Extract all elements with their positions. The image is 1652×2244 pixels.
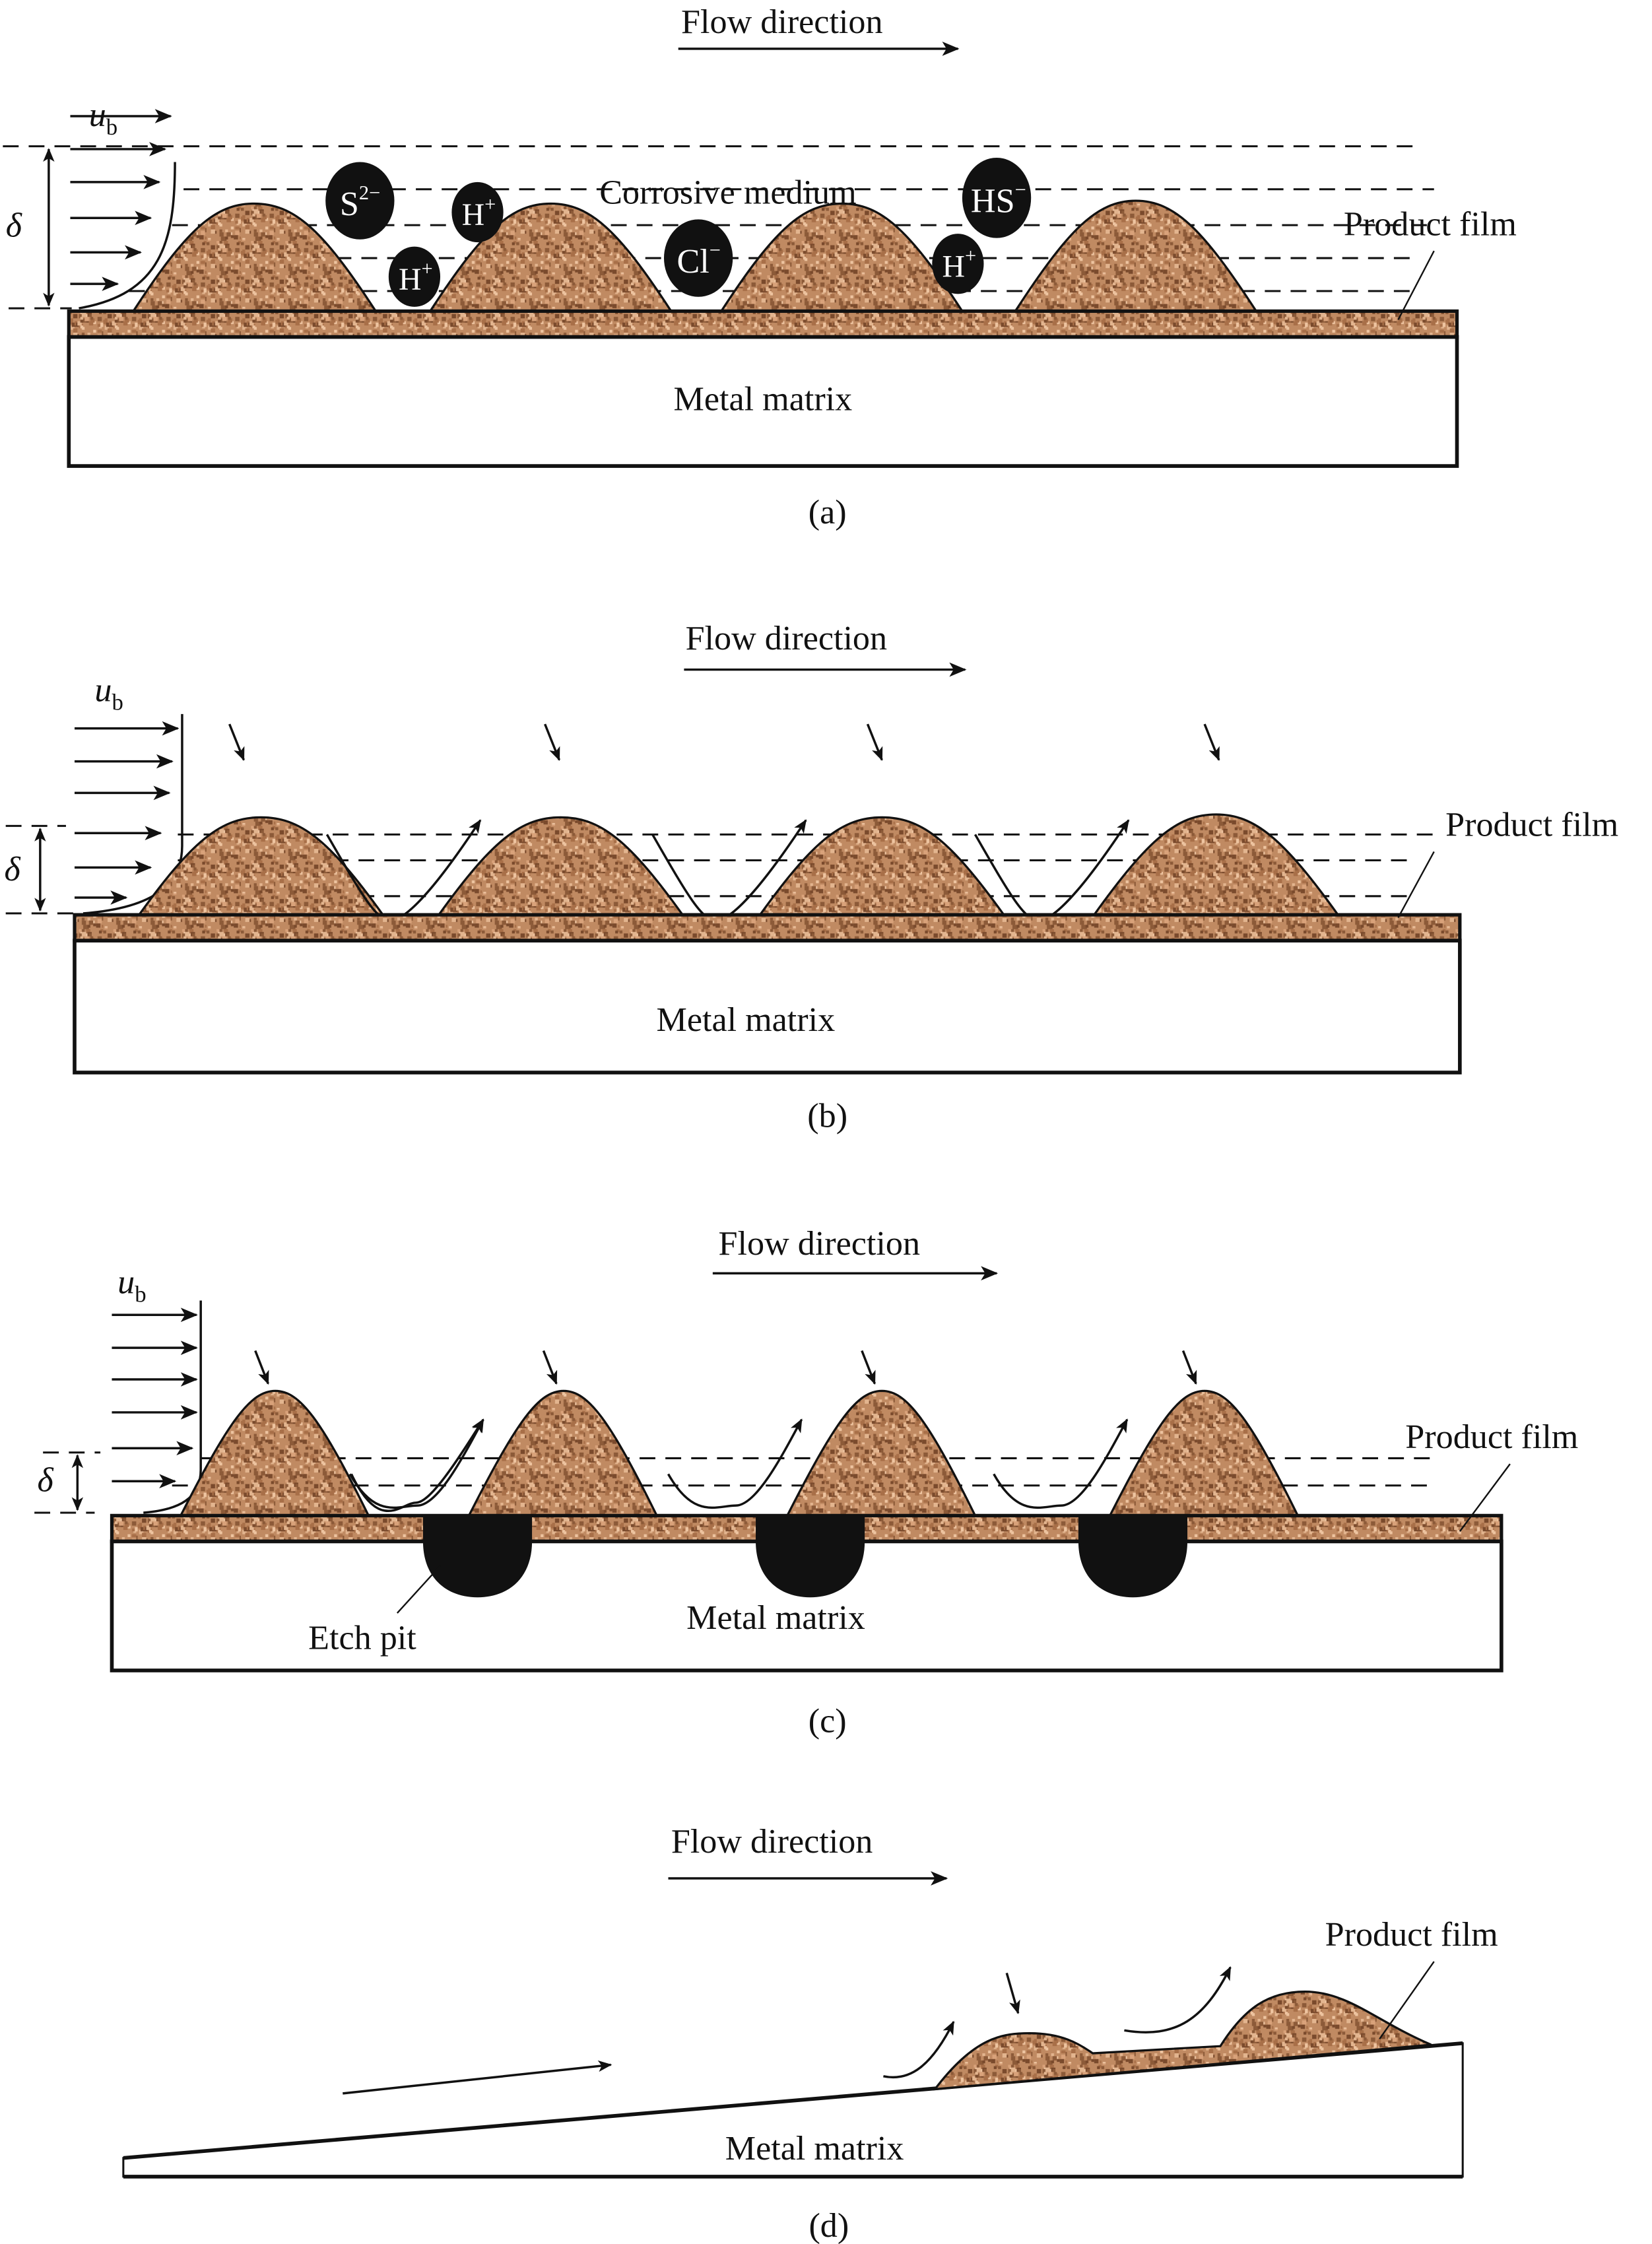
velocity-label: ub bbox=[117, 1264, 146, 1307]
panel-caption: (a) bbox=[809, 494, 847, 531]
ions: S2− H+ H+ Cl− HS− H+ bbox=[325, 157, 1032, 307]
velocity-profile-curve bbox=[79, 162, 176, 310]
etch-pit-label: Etch pit bbox=[308, 1619, 416, 1657]
ion-hydrogen: H+ bbox=[451, 182, 504, 243]
ion-hydrogen: H+ bbox=[388, 246, 441, 307]
product-film-mounds bbox=[131, 199, 1259, 313]
svg-text:Cl−: Cl− bbox=[677, 239, 721, 280]
product-film-layer bbox=[67, 309, 1459, 339]
metal-matrix-label: Metal matrix bbox=[686, 1599, 865, 1637]
panel-caption: (d) bbox=[809, 2207, 849, 2244]
panel-c: Flow direction ub δ bbox=[34, 1225, 1578, 1740]
svg-text:H+: H+ bbox=[942, 245, 976, 284]
corrosive-medium-label: Corrosive medium bbox=[599, 174, 856, 212]
metal-matrix bbox=[67, 335, 1459, 468]
etch-pit bbox=[756, 1514, 865, 1598]
velocity-label: ub bbox=[89, 96, 117, 140]
product-film-callout: Product film bbox=[1325, 1916, 1498, 2040]
film-mound bbox=[131, 202, 378, 313]
flow-direction-label: Flow direction bbox=[686, 620, 887, 657]
velocity-arrows bbox=[74, 721, 180, 905]
flow-arrows bbox=[343, 1966, 1232, 2095]
film-mound bbox=[1108, 1389, 1300, 1517]
product-film-mounds bbox=[179, 1389, 1300, 1517]
metal-matrix-label: Metal matrix bbox=[656, 1001, 835, 1039]
thickness-label: δ bbox=[37, 1461, 53, 1499]
ion-chloride: Cl− bbox=[663, 219, 733, 297]
etch-pit bbox=[422, 1514, 533, 1598]
turbulent-flow-arrows bbox=[228, 723, 1220, 922]
svg-text:H+: H+ bbox=[462, 193, 496, 232]
ion-hydrogen: H+ bbox=[932, 234, 984, 294]
film-mound bbox=[1013, 199, 1259, 313]
product-film-label: Product film bbox=[1325, 1916, 1498, 1954]
metal-matrix-label: Metal matrix bbox=[674, 380, 853, 418]
panel-b: Flow direction ub δ bbox=[5, 620, 1619, 1135]
flow-direction-label: Flow direction bbox=[681, 3, 882, 41]
product-film-layer bbox=[73, 913, 1462, 942]
velocity-arrows bbox=[112, 1307, 198, 1489]
etch-pits bbox=[422, 1514, 1188, 1598]
velocity-profile-curve bbox=[143, 1300, 202, 1514]
velocity-arrows bbox=[70, 109, 172, 292]
panel-caption: (c) bbox=[809, 1702, 847, 1740]
thickness-label: δ bbox=[5, 851, 21, 888]
metal-matrix-label: Metal matrix bbox=[725, 2130, 904, 2167]
film-mound bbox=[428, 202, 673, 313]
ion-bisulfide: HS− bbox=[962, 157, 1032, 238]
product-film-mounds bbox=[137, 813, 1340, 916]
svg-text:HS−: HS− bbox=[971, 179, 1026, 220]
etch-pit-callout: Etch pit bbox=[308, 1565, 441, 1657]
film-mound bbox=[1092, 813, 1340, 916]
ion-sulfide: S2− bbox=[325, 162, 395, 240]
panel-d: Flow direction Metal matrix Product film… bbox=[122, 1823, 1498, 2244]
panel-a: Flow direction ub δ bbox=[3, 3, 1517, 531]
product-film-callout: Product film bbox=[1344, 205, 1517, 321]
product-film-label: Product film bbox=[1405, 1418, 1578, 1456]
film-mound bbox=[785, 1389, 977, 1517]
film-mound bbox=[758, 816, 1007, 916]
metal-matrix bbox=[73, 939, 1462, 1074]
film-mound bbox=[436, 816, 685, 916]
product-film-deposit bbox=[933, 1991, 1432, 2091]
panel-caption: (b) bbox=[807, 1098, 847, 1135]
turbulent-flow-arrows bbox=[254, 1350, 1197, 1513]
product-film-callout: Product film bbox=[1405, 1418, 1578, 1532]
etch-pit bbox=[1078, 1514, 1188, 1598]
velocity-label: ub bbox=[94, 671, 123, 715]
thickness-label: δ bbox=[6, 207, 22, 244]
film-mound bbox=[179, 1389, 371, 1517]
flow-direction-label: Flow direction bbox=[671, 1823, 873, 1861]
product-film-label: Product film bbox=[1445, 807, 1618, 844]
flow-direction-label: Flow direction bbox=[719, 1225, 920, 1263]
product-film-label: Product film bbox=[1344, 205, 1517, 243]
film-mound bbox=[719, 202, 964, 313]
film-mound bbox=[467, 1389, 659, 1517]
svg-text:S2−: S2− bbox=[340, 182, 380, 223]
svg-text:H+: H+ bbox=[399, 257, 433, 297]
product-film-callout: Product film bbox=[1397, 807, 1618, 918]
